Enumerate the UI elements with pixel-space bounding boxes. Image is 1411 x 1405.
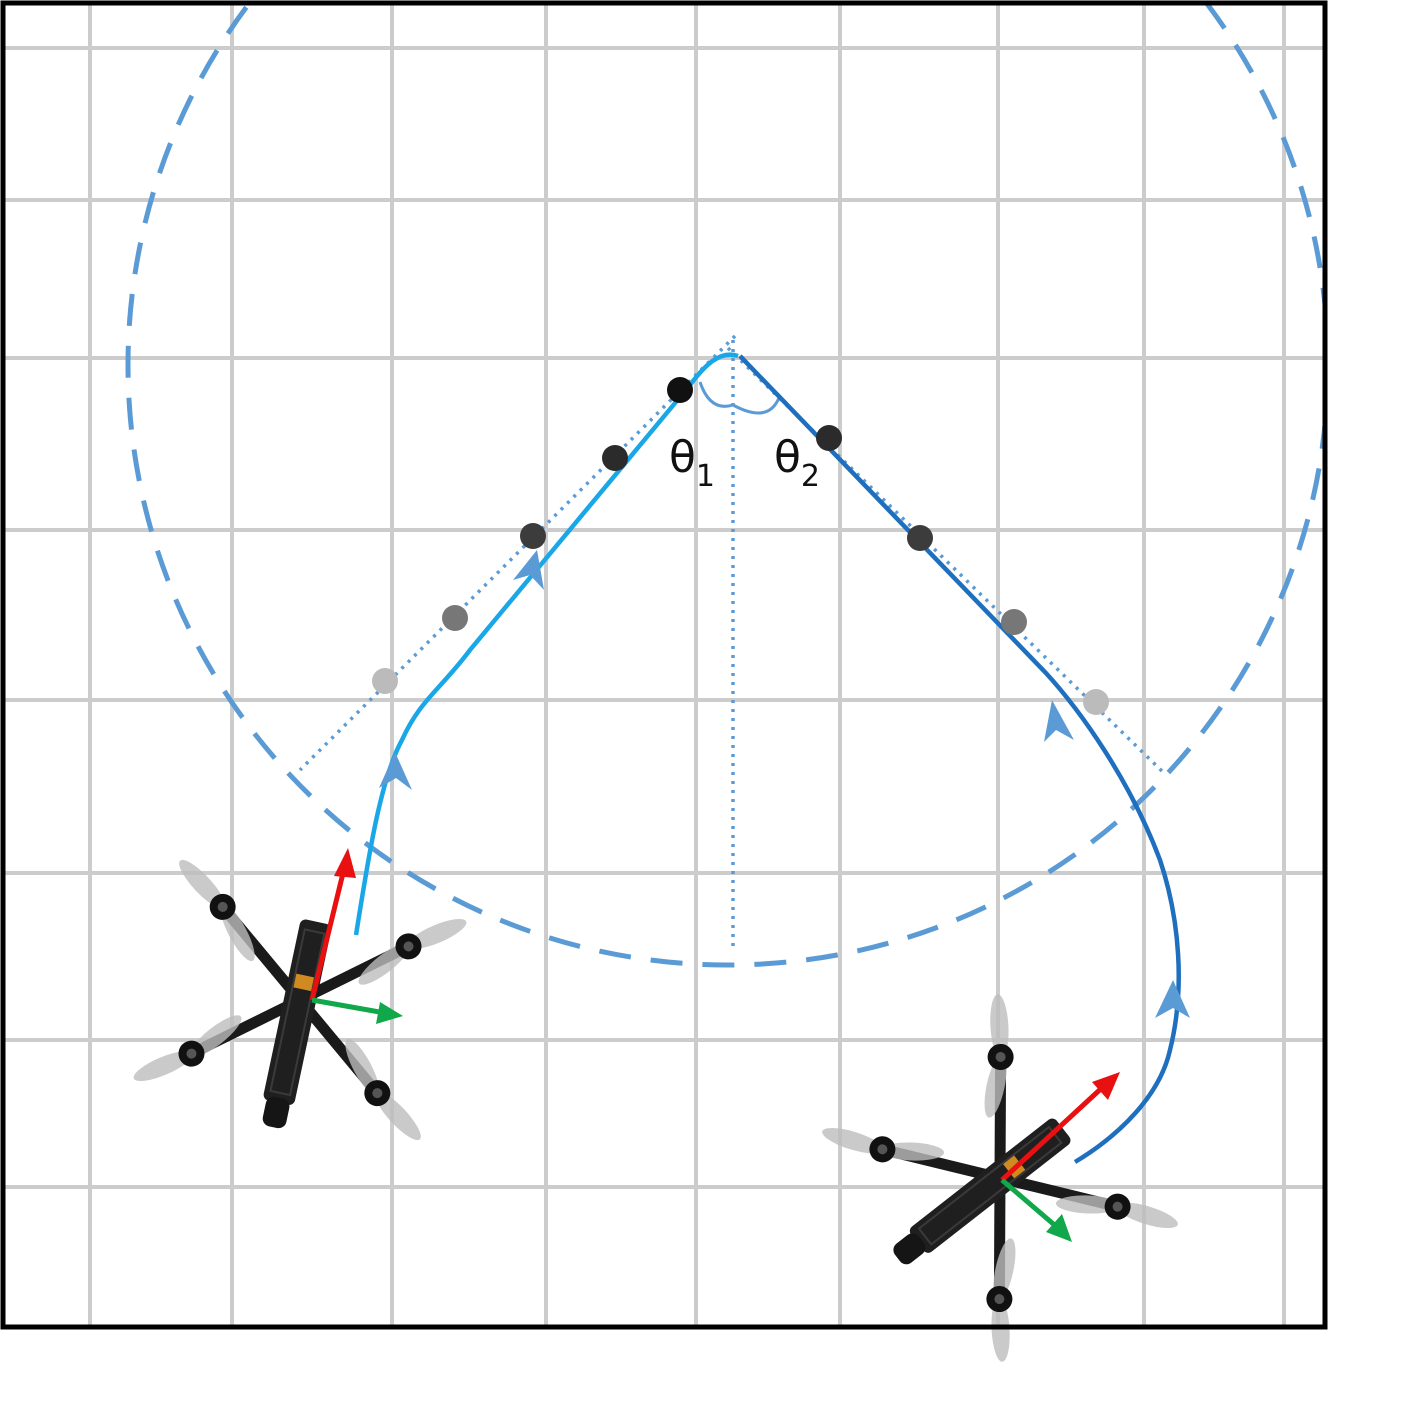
theta2-label: θ2 <box>774 432 820 494</box>
x-axis-arrow <box>1000 1083 1107 1182</box>
angle-arc-theta1 <box>698 381 734 408</box>
arrowhead-icon <box>334 848 356 878</box>
flight-path-drone-1 <box>353 352 739 936</box>
waypoints <box>372 377 1109 715</box>
arrowhead-icon <box>1044 700 1074 742</box>
waypoint-marker <box>667 377 693 403</box>
waypoint-marker <box>372 668 398 694</box>
waypoint-marker <box>520 523 546 549</box>
waypoint-marker <box>1001 609 1027 635</box>
x-axis-arrow <box>309 864 348 1001</box>
arrowhead-icon <box>513 550 544 590</box>
arrowhead-icon <box>1046 1214 1072 1242</box>
grid <box>5 5 1323 1325</box>
arrowhead-icon <box>1092 1072 1120 1100</box>
dotted-guides <box>298 334 1167 950</box>
direction-arrows <box>379 550 1190 1018</box>
left-guide-line <box>298 334 737 772</box>
arrowhead-icon <box>1155 980 1190 1018</box>
waypoint-marker <box>442 605 468 631</box>
angle-arc-theta2 <box>732 394 782 415</box>
dashed-boundary-circle <box>125 5 1323 968</box>
arrowhead-icon <box>379 752 412 790</box>
waypoint-marker <box>816 425 842 451</box>
theta1-label: θ1 <box>669 432 715 494</box>
drone-1-body-axes <box>309 848 403 1024</box>
drone-2-body-axes <box>1000 1072 1120 1242</box>
waypoint-marker <box>907 525 933 551</box>
plot-frame <box>0 0 1328 1330</box>
arrowhead-icon <box>376 1002 403 1024</box>
y-axis-arrow <box>1000 1178 1060 1230</box>
y-axis-arrow <box>311 997 386 1016</box>
waypoint-marker <box>1083 689 1109 715</box>
flight-path-drone-2 <box>738 354 1181 1164</box>
quadcopter-icon <box>804 986 1186 1378</box>
quadcopter-icon <box>125 852 473 1158</box>
waypoint-marker <box>602 445 628 471</box>
